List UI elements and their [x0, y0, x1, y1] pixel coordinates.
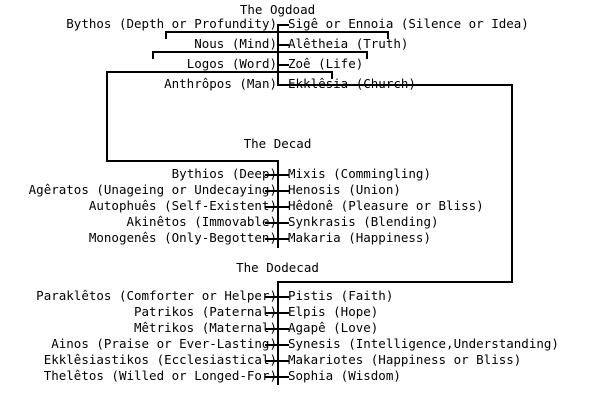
aeon-right-label: Sophia (Wisdom) — [288, 368, 401, 383]
pair-connector-horizontal — [265, 206, 289, 208]
pair-connector-horizontal — [265, 174, 289, 176]
aeon-left-label: Ekklêsiastikos (Ecclesiastical) — [43, 352, 277, 367]
pair-connector-horizontal — [265, 190, 289, 192]
aeon-left-label: Anthrôpos (Man) — [164, 76, 277, 91]
emanation-bracket-right — [366, 51, 368, 59]
emanation-drop-center — [277, 44, 279, 66]
pair-connector-horizontal — [265, 360, 289, 362]
aeon-right-label: Mixis (Commingling) — [288, 166, 431, 181]
pair-connector-horizontal — [265, 296, 289, 298]
decad-feed-left-vertical — [106, 78, 108, 162]
pair-connector-horizontal — [277, 24, 289, 26]
aeon-right-label: Elpis (Hope) — [288, 304, 379, 319]
aeon-left-label: Bythios (Deep) — [171, 166, 277, 181]
dodecad-feed-top-horizontal — [277, 84, 513, 86]
pair-connector-horizontal — [265, 328, 289, 330]
pair-connector-horizontal — [265, 238, 289, 240]
aeon-left-label: Monogenês (Only-Begotten) — [88, 230, 277, 245]
pair-connector-horizontal — [277, 64, 289, 66]
aeon-right-label: Synesis (Intelligence,Understanding) — [288, 336, 559, 351]
section-heading-decad: The Decad — [243, 136, 312, 151]
aeon-left-label: Paraklêtos (Comforter or Helper) — [36, 288, 277, 303]
pair-connector-horizontal — [265, 344, 289, 346]
dodecad-spine — [277, 281, 279, 385]
emanation-bracket-left — [165, 31, 167, 39]
section-heading-dodecad: The Dodecad — [236, 260, 319, 275]
dodecad-feed-right-vertical — [511, 84, 513, 283]
aeon-left-label: Agêratos (Unageing or Undecaying) — [28, 182, 277, 197]
pair-connector-horizontal — [265, 312, 289, 314]
emanation-bracket-bar — [106, 71, 333, 73]
aeon-right-label: Hêdonê (Pleasure or Bliss) — [288, 198, 484, 213]
emanation-bracket-right — [387, 31, 389, 39]
aeon-left-label: Logos (Word) — [186, 56, 277, 71]
aeon-right-label: Henosis (Union) — [288, 182, 401, 197]
emanation-drop-center — [277, 24, 279, 46]
aeon-right-label: Makariotes (Happiness or Bliss) — [288, 352, 522, 367]
aeon-left-label: Ainos (Praise or Ever-Lasting) — [51, 336, 277, 351]
emanation-bracket-bar — [152, 51, 368, 53]
aeon-right-label: Pistis (Faith) — [288, 288, 394, 303]
aeon-left-label: Autophuês (Self-Existent) — [88, 198, 277, 213]
decad-spine — [277, 160, 279, 248]
emanation-bracket-right — [331, 71, 333, 79]
aeon-right-label: Agapê (Love) — [288, 320, 379, 335]
aeon-right-label: Alêtheia (Truth) — [288, 36, 409, 51]
decad-feed-left-horizontal — [106, 160, 279, 162]
dodecad-feed-bottom-horizontal — [277, 281, 513, 283]
emanation-bracket-left — [152, 51, 154, 59]
emanation-drop-center — [277, 64, 279, 86]
pair-connector-horizontal — [265, 376, 289, 378]
aeon-right-label: Synkrasis (Blending) — [288, 214, 439, 229]
aeon-left-label: Thelêtos (Willed or Longed-For) — [43, 368, 277, 383]
aeon-left-label: Bythos (Depth or Profundity) — [66, 16, 277, 31]
pair-connector-horizontal — [277, 44, 289, 46]
aeon-left-label: Nous (Mind) — [194, 36, 277, 51]
aeon-right-label: Zoê (Life) — [288, 56, 364, 71]
aeon-left-label: Mêtrikos (Maternal) — [134, 320, 277, 335]
section-heading-ogdoad: The Ogdoad — [239, 2, 316, 17]
aeon-left-label: Akinêtos (Immovable) — [126, 214, 277, 229]
aeon-left-label: Patrikos (Paternal) — [134, 304, 277, 319]
aeon-right-label: Sigê or Ennoia (Silence or Idea) — [288, 16, 529, 31]
aeon-right-label: Ekklêsia (Church) — [288, 77, 416, 91]
pair-connector-horizontal — [265, 222, 289, 224]
emanation-bracket-left — [106, 71, 108, 79]
aeon-right-label: Makaria (Happiness) — [288, 230, 431, 245]
emanation-bracket-bar — [165, 31, 389, 33]
